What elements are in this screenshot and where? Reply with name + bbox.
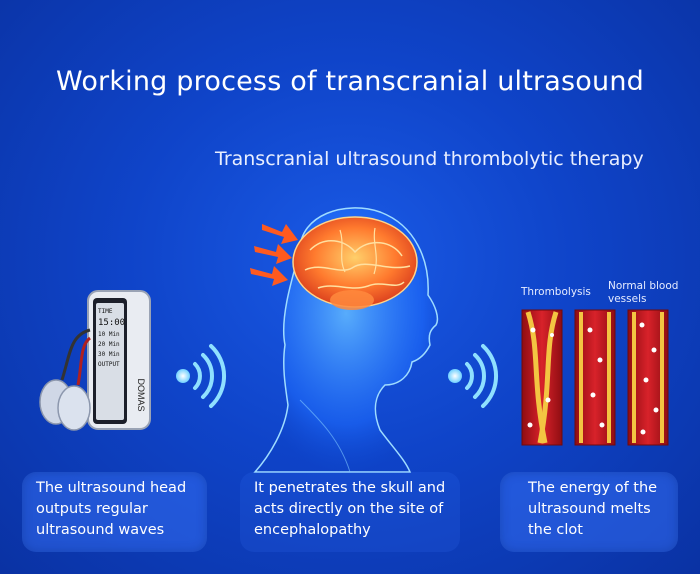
device-screen-line: 10 Min <box>98 331 120 338</box>
arrow-icon <box>250 224 298 286</box>
caption-line: the clot <box>528 522 583 538</box>
device-screen-line: OUTPUT <box>98 361 120 368</box>
caption-line: The ultrasound head <box>36 480 187 496</box>
caption-line: The energy of the <box>528 480 658 496</box>
normal-vessels-label-line1: Normal blood <box>608 280 679 292</box>
caption-right: The energy of the ultrasound melts the c… <box>500 472 678 552</box>
thrombolysis-label: Thrombolysis <box>521 286 591 298</box>
normal-vessels-label-line2: vessels <box>608 293 647 305</box>
device-screen-line: 15:00 <box>98 318 125 328</box>
device-brand: DOMAS <box>136 378 146 411</box>
device-screen-line: TIME <box>98 308 113 315</box>
caption-line: outputs regular <box>36 501 148 517</box>
caption-line: ultrasound waves <box>36 522 165 538</box>
caption-left: The ultrasound head outputs regular ultr… <box>22 472 207 552</box>
caption-line: It penetrates the skull and <box>254 480 446 496</box>
ultrasound-device-icon: TIME 15:00 10 Min 20 Min 30 Min OUTPUT D… <box>39 290 151 431</box>
ultrasound-wave-icon <box>176 344 226 408</box>
device-screen-line: 30 Min <box>98 351 120 358</box>
caption-line: encephalopathy <box>254 522 371 538</box>
ultrasound-wave-icon <box>448 344 498 408</box>
caption-line: ultrasound melts <box>528 501 651 517</box>
brain-icon <box>292 216 418 310</box>
page-subtitle: Transcranial ultrasound thrombolytic the… <box>215 148 644 170</box>
blood-vessel-icon <box>521 309 669 446</box>
caption-middle: It penetrates the skull and acts directl… <box>240 472 460 552</box>
page-title: Working process of transcranial ultrasou… <box>56 66 644 97</box>
device-screen-line: 20 Min <box>98 341 120 348</box>
caption-line: acts directly on the site of <box>254 501 444 517</box>
